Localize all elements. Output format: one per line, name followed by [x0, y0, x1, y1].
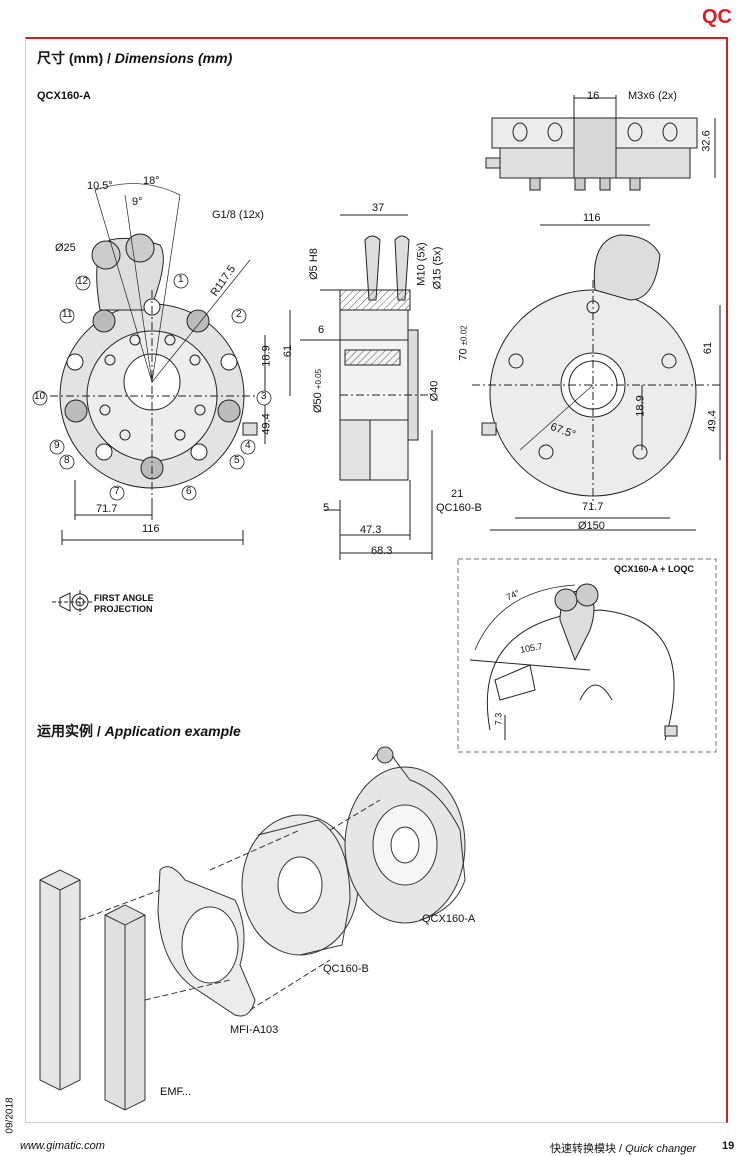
- d6-label: 6: [318, 324, 325, 336]
- part-qc160b: QC160-B: [323, 963, 369, 975]
- application-drawing: [39, 746, 466, 1111]
- d5h8-label: Ø5 H8: [307, 248, 320, 280]
- projection-symbol: [52, 590, 92, 615]
- projection-line2: PROJECTION: [94, 604, 153, 614]
- dimensions-title-en: Dimensions (mm): [114, 50, 233, 66]
- application-heading: 运用实例 / Application example: [37, 721, 241, 741]
- d116-label: 116: [142, 523, 160, 535]
- top-view: [485, 95, 716, 191]
- d47-3-label: 47.3: [360, 524, 382, 536]
- loqc-d7-3: 7.3: [493, 712, 504, 726]
- d70-label: 70 ±0.02: [458, 325, 470, 360]
- port-1: 1: [178, 274, 184, 285]
- angle-18-label: 18°: [143, 175, 160, 187]
- rear-d116-label: 116: [583, 212, 601, 224]
- page-number: 19: [722, 1140, 735, 1152]
- rear-d150-label: Ø150: [578, 520, 605, 532]
- d61-label: 61: [282, 344, 295, 358]
- angle-9-label: 9°: [132, 196, 143, 208]
- rear-d61-label: 61: [702, 341, 715, 355]
- d18-9-label: 18.9: [260, 345, 273, 367]
- model-label: QCX160-A: [37, 90, 91, 102]
- d50-value: Ø50: [312, 392, 325, 414]
- port-3: 3: [261, 391, 267, 402]
- application-title-en: Application example: [104, 723, 241, 739]
- d32-6-label: 32.6: [700, 130, 713, 152]
- d16-label: 16: [587, 90, 600, 102]
- front-view: [50, 183, 291, 545]
- side-view: [300, 214, 433, 560]
- port-7: 7: [114, 486, 120, 497]
- d5-label: 5: [323, 502, 330, 514]
- rear-d71-7-label: 71.7: [582, 501, 604, 513]
- port-9: 9: [54, 440, 60, 451]
- port-markers: [32, 273, 272, 501]
- d25-label: Ø25: [55, 242, 76, 254]
- m3-label: M3x6 (2x): [628, 90, 677, 102]
- part-mfi-a103: MFI-A103: [230, 1024, 279, 1036]
- d68-3-label: 68.3: [371, 545, 393, 557]
- d15-label: Ø15 (5x): [431, 246, 444, 290]
- m10-label: M10 (5x): [415, 242, 428, 286]
- product-en: Quick changer: [625, 1143, 697, 1155]
- d50-label: Ø50 +0.05: [312, 369, 324, 413]
- rear-d18-9-label: 18.9: [634, 395, 647, 417]
- d71-7-label: 71.7: [96, 503, 118, 515]
- projection-line1: FIRST ANGLE: [94, 593, 154, 603]
- dimensions-heading: 尺寸 (mm) / Dimensions (mm): [37, 48, 232, 68]
- angle-10-5-label: 10.5°: [87, 180, 113, 192]
- d37-label: 37: [372, 202, 385, 214]
- page-frame: [25, 37, 728, 1123]
- part-qcx160a: QCX160-A: [422, 913, 476, 925]
- d70-tolerance: ±0.02: [459, 325, 469, 346]
- port-12: 12: [77, 276, 89, 287]
- dimensions-title-cn: 尺寸 (mm) /: [37, 50, 115, 66]
- application-title-cn: 运用实例 /: [37, 723, 105, 739]
- port-8: 8: [64, 455, 70, 466]
- port-10: 10: [34, 391, 46, 402]
- qc160b-ref: QC160-B: [436, 502, 482, 514]
- port-2: 2: [236, 309, 242, 320]
- website-link[interactable]: www.gimatic.com: [20, 1140, 105, 1152]
- rear-view: [472, 224, 721, 531]
- port-6: 6: [186, 486, 192, 497]
- section-tag: QC: [702, 6, 732, 28]
- loqc-view: [457, 558, 717, 753]
- port-4: 4: [245, 440, 251, 451]
- d49-4-label: 49.4: [260, 413, 273, 435]
- part-emf: EMF...: [160, 1086, 192, 1098]
- rear-d49-4-label: 49.4: [706, 410, 719, 432]
- d21-label: 21: [451, 488, 464, 500]
- product-cn: 快速转换模块 /: [550, 1143, 626, 1155]
- product-footer: 快速转换模块 / Quick changer: [550, 1140, 696, 1156]
- loqc-title: QCX160-A + LOQC: [614, 564, 694, 574]
- d40-label: Ø40: [428, 380, 441, 402]
- g18-label: G1/8 (12x): [212, 209, 264, 221]
- port-11: 11: [62, 309, 73, 320]
- date-label: 09/2018: [4, 1097, 16, 1134]
- port-5: 5: [234, 455, 240, 466]
- d50-tolerance: +0.05: [314, 368, 324, 390]
- d70-value: 70: [457, 348, 470, 361]
